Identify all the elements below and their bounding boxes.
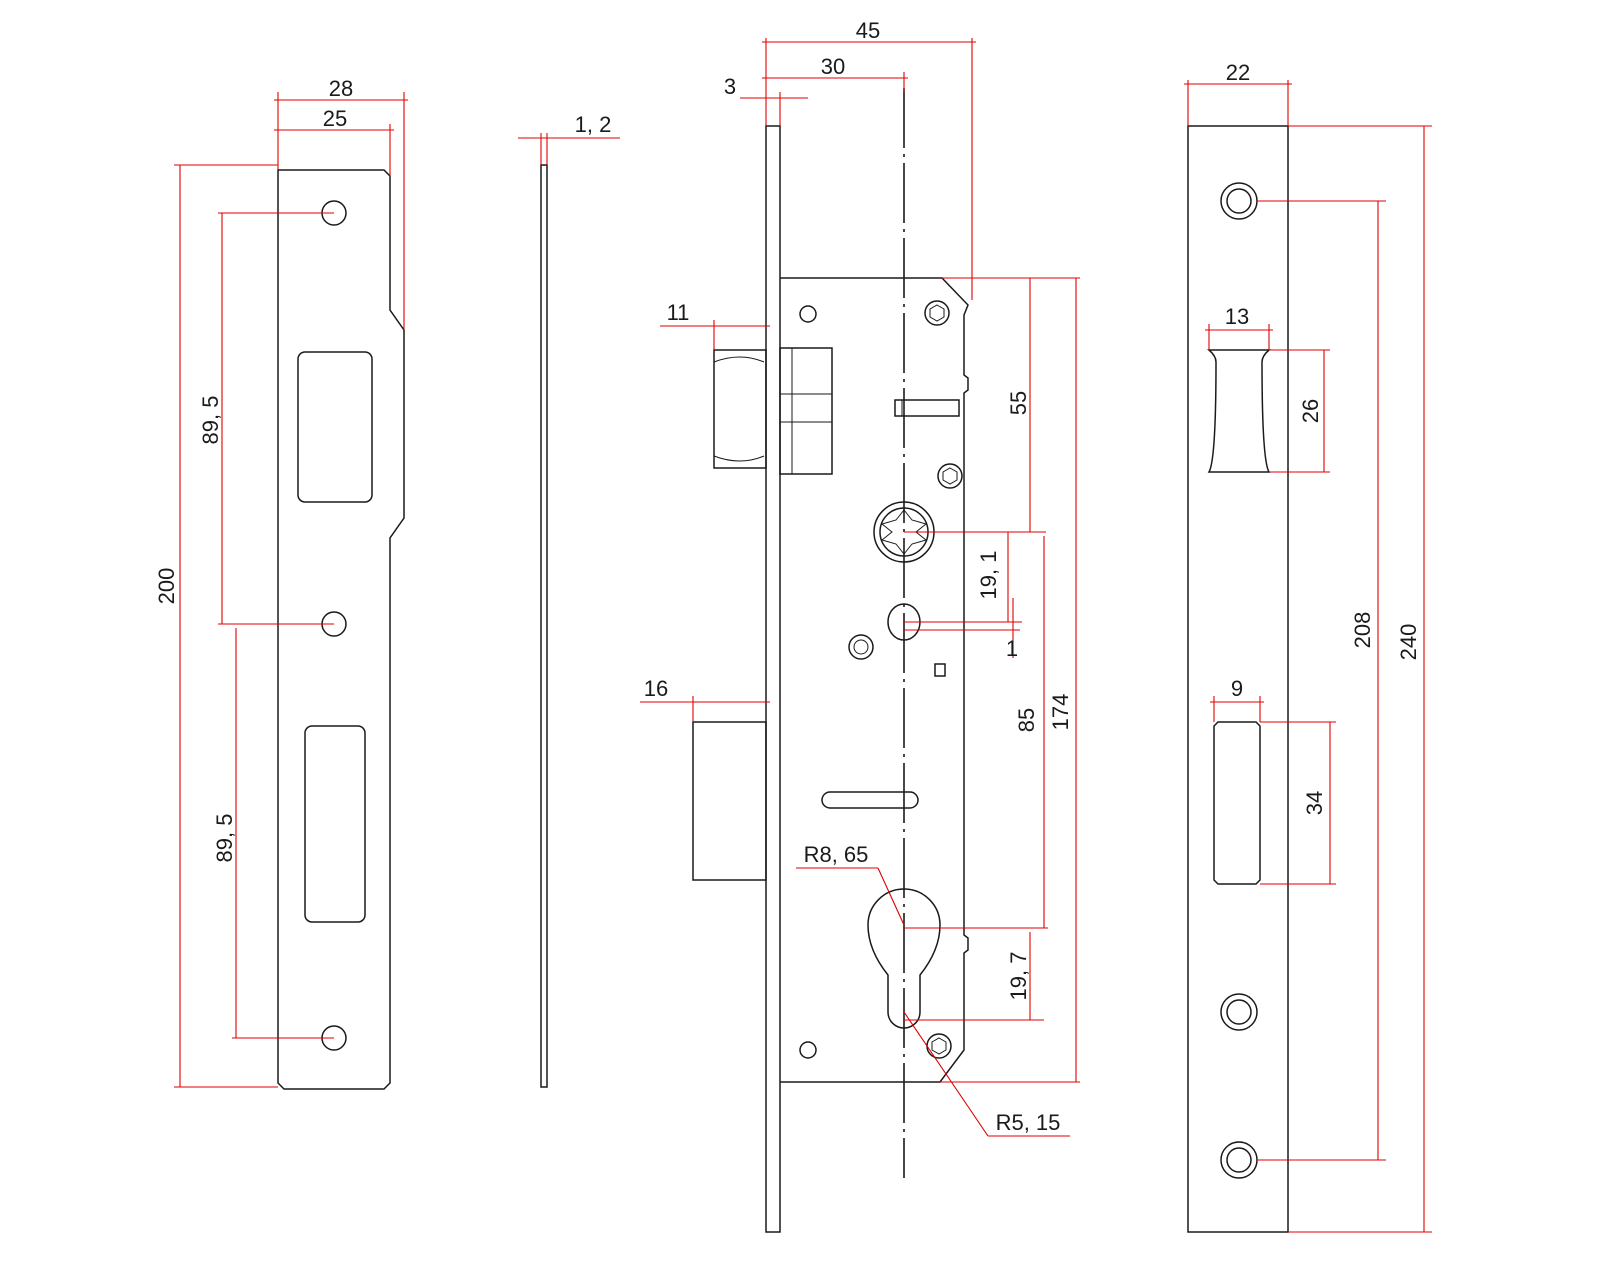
faceplate-front: 22 13 26 9 34 208 240 [1184,60,1432,1233]
dim-cylinder-radius-bottom: R5, 15 [996,1110,1061,1135]
latch-bolt [713,347,833,475]
dim-bolt-slot-width: 9 [1231,676,1243,701]
dim-handle-to-aux: 19, 1 [976,551,1001,600]
case-screw-top [924,300,950,326]
dim-faceplate-hole-spacing: 208 [1350,612,1375,649]
faceplate-outline [1187,125,1289,1233]
dim-bolt-slot-height: 34 [1302,791,1327,815]
faceplate-bolt-slot [1213,721,1261,885]
dim-strike-thickness: 1, 2 [575,112,612,137]
case-screw-left [848,634,874,660]
dim-latch-projection: 11 [667,300,690,325]
dim-faceplate-length: 240 [1396,624,1421,661]
dim-cylinder-height: 19, 7 [1006,952,1031,1001]
dim-cylinder-radius-top: R8, 65 [804,842,869,867]
strike-side-view: 1, 2 [518,112,620,1088]
dim-latch-slot-height: 26 [1298,399,1323,423]
dim-bolt-projection: 16 [644,676,668,701]
faceplate-hole-top [1220,182,1258,220]
lock-body: 45 30 3 11 16 55 19, 1 1 85 [640,18,1080,1233]
case-small-slot [934,663,946,677]
faceplate-hole-bottom [1220,1141,1258,1179]
dim-lock-overall-width: 45 [856,18,880,43]
dim-faceplate-width: 22 [1226,60,1250,85]
dim-strike-width-inner: 25 [323,106,347,131]
faceplate-latch-slot [1206,349,1272,473]
dim-latch-slot-width: 13 [1225,304,1249,329]
cylinder-cutout [867,888,941,1029]
case-screw-mid [937,463,963,489]
dim-lock-backset: 30 [821,54,845,79]
dim-strike-hole-spacing-top: 89, 5 [198,396,223,445]
dim-strike-width-outer: 28 [329,76,353,101]
strike-plate-outline [277,169,405,1090]
lock-case-outline [780,277,969,1083]
case-pin-slot [821,791,919,809]
strike-latch-window [297,351,373,503]
dim-strike-hole-spacing-bottom: 89, 5 [212,814,237,863]
lock-faceplate [765,125,781,1233]
faceplate-hole-middle [1220,993,1258,1031]
case-screw-bottom [926,1033,952,1059]
dim-aux-offset: 1 [1006,636,1018,661]
strike-plate: 28 25 200 89, 5 89, 5 [154,76,408,1090]
strike-bolt-window [304,725,366,923]
dead-bolt [692,721,767,881]
case-hole-bottom [799,1041,817,1059]
lever-slot [894,399,960,417]
dim-faceplate-thickness: 3 [724,74,736,99]
dim-strike-height: 200 [154,568,179,605]
dim-case-height: 174 [1048,694,1073,731]
strike-side-profile [540,164,548,1088]
dim-handle-from-top: 55 [1006,391,1031,415]
case-hole-top [799,305,817,323]
dim-handle-to-cylinder: 85 [1014,708,1039,732]
